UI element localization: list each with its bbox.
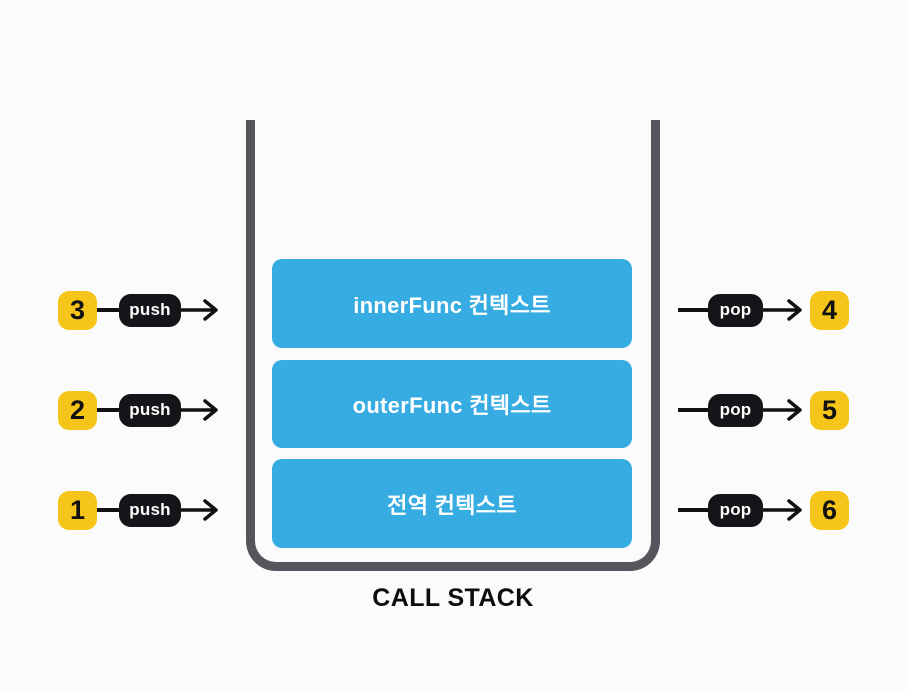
- pop-row-4: pop 4: [678, 290, 849, 330]
- push-pill: push: [119, 493, 181, 527]
- arrow-right-icon: [181, 499, 218, 521]
- stack-frame-outerfunc: outerFunc 컨텍스트: [272, 360, 632, 448]
- step-badge: 5: [810, 390, 849, 430]
- push-pill: push: [119, 293, 181, 327]
- step-badge: 1: [58, 490, 97, 530]
- push-row-1: 1 push: [58, 490, 219, 530]
- arrow-right-icon: [763, 299, 802, 321]
- arrow-right-icon: [181, 399, 218, 421]
- call-stack-title: CALL STACK: [372, 584, 534, 612]
- arrow-right-icon: [763, 499, 802, 521]
- push-row-2: 2 push: [58, 390, 219, 430]
- connector-line: [97, 308, 119, 312]
- push-row-3: 3 push: [58, 290, 219, 330]
- connector-line: [97, 508, 119, 512]
- stack-frame-label: outerFunc 컨텍스트: [352, 393, 552, 418]
- connector-line: [678, 508, 708, 512]
- arrow-right-icon: [763, 399, 802, 421]
- stack-frame-global: 전역 컨텍스트: [272, 459, 632, 548]
- pop-pill: pop: [708, 493, 763, 527]
- step-badge: 4: [810, 290, 849, 330]
- step-badge: 3: [58, 290, 97, 330]
- pop-row-6: pop 6: [678, 490, 849, 530]
- connector-line: [97, 408, 119, 412]
- connector-line: [678, 308, 708, 312]
- step-badge: 2: [58, 390, 97, 430]
- stack-frame-label: innerFunc 컨텍스트: [353, 292, 551, 318]
- connector-line: [678, 408, 708, 412]
- stack-frame-label: 전역 컨텍스트: [387, 492, 517, 518]
- pop-pill: pop: [708, 293, 763, 327]
- call-stack-container: [246, 120, 660, 571]
- arrow-right-icon: [181, 299, 218, 321]
- push-pill: push: [119, 393, 181, 427]
- pop-row-5: pop 5: [678, 390, 849, 430]
- stack-frame-innerfunc: innerFunc 컨텍스트: [272, 259, 632, 348]
- step-badge: 6: [810, 490, 849, 530]
- pop-pill: pop: [708, 393, 763, 427]
